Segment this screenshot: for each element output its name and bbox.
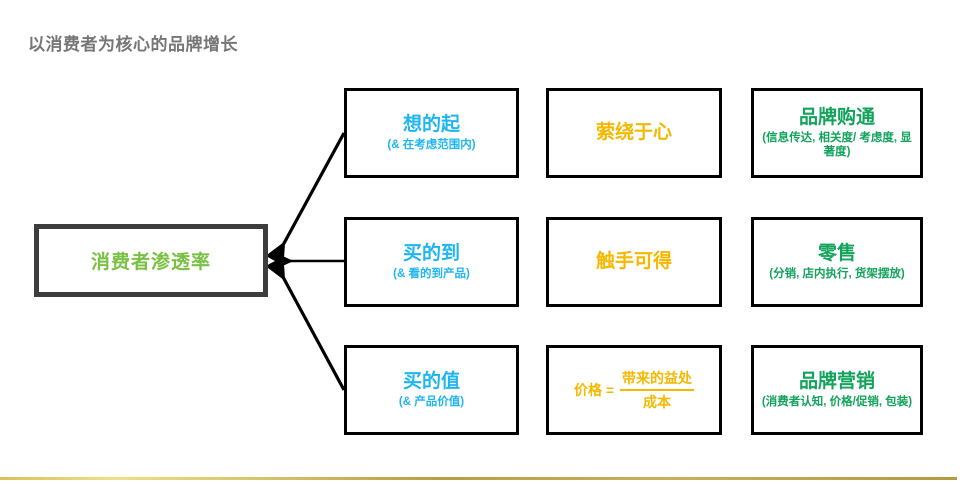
outcome-box-availability[interactable]: 触手可得 — [546, 217, 722, 307]
lever-box-brand-equity[interactable]: 品牌购通 (信息传达, 相关度/ 考虑度, 显著度) — [751, 88, 923, 178]
outcome-box-awareness[interactable]: 萦绕于心 — [546, 88, 722, 178]
lever-subtitle-retail: (分销, 店内执行, 货架摆放) — [769, 267, 905, 280]
lever-box-brand-marketing[interactable]: 品牌营销 (消费者认知, 价格/促销, 包装) — [751, 345, 923, 435]
connector-line-awareness — [265, 132, 346, 266]
lever-title-brand-marketing: 品牌营销 — [798, 370, 875, 392]
driver-box-value[interactable]: 买的值 (& 产品价值) — [344, 345, 519, 435]
driver-title-availability: 买的到 — [402, 242, 460, 264]
lever-box-retail[interactable]: 零售 (分销, 店内执行, 货架摆放) — [751, 217, 923, 307]
outcome-box-value[interactable]: 价格 = 带来的益处 成本 — [546, 345, 722, 435]
driver-box-availability[interactable]: 买的到 (& 看的到产品) — [344, 217, 519, 307]
driver-subtitle-availability: (& 看的到产品) — [393, 267, 470, 280]
footer-divider — [0, 477, 957, 480]
lever-title-retail: 零售 — [817, 242, 856, 264]
formula-denominator: 成本 — [643, 394, 672, 410]
outcome-title-awareness: 萦绕于心 — [595, 122, 672, 144]
driver-subtitle-value: (& 产品价值) — [398, 395, 465, 408]
driver-subtitle-awareness: (& 在考虑范围内) — [387, 138, 476, 151]
root-node-label: 消费者渗透率 — [90, 252, 211, 273]
formula-numerator: 带来的益处 — [620, 368, 695, 391]
page-title: 以消费者为核心的品牌增长 — [28, 35, 238, 54]
price-formula: 价格 = 带来的益处 成本 — [573, 368, 695, 412]
lever-subtitle-brand-marketing: (消费者认知, 价格/促销, 包装) — [761, 395, 913, 408]
driver-box-awareness[interactable]: 想的起 (& 在考虑范围内) — [344, 88, 519, 178]
root-node-consumer-penetration[interactable]: 消费者渗透率 — [34, 224, 268, 297]
driver-title-awareness: 想的起 — [402, 113, 460, 135]
connector-line-value — [265, 256, 346, 391]
driver-title-value: 买的值 — [402, 370, 460, 392]
lever-title-brand-equity: 品牌购通 — [798, 106, 875, 128]
formula-fraction: 带来的益处 成本 — [620, 368, 695, 412]
outcome-title-availability: 触手可得 — [595, 251, 672, 273]
formula-lead: 价格 = — [573, 382, 615, 398]
lever-subtitle-brand-equity: (信息传达, 相关度/ 考虑度, 显著度) — [762, 131, 912, 158]
